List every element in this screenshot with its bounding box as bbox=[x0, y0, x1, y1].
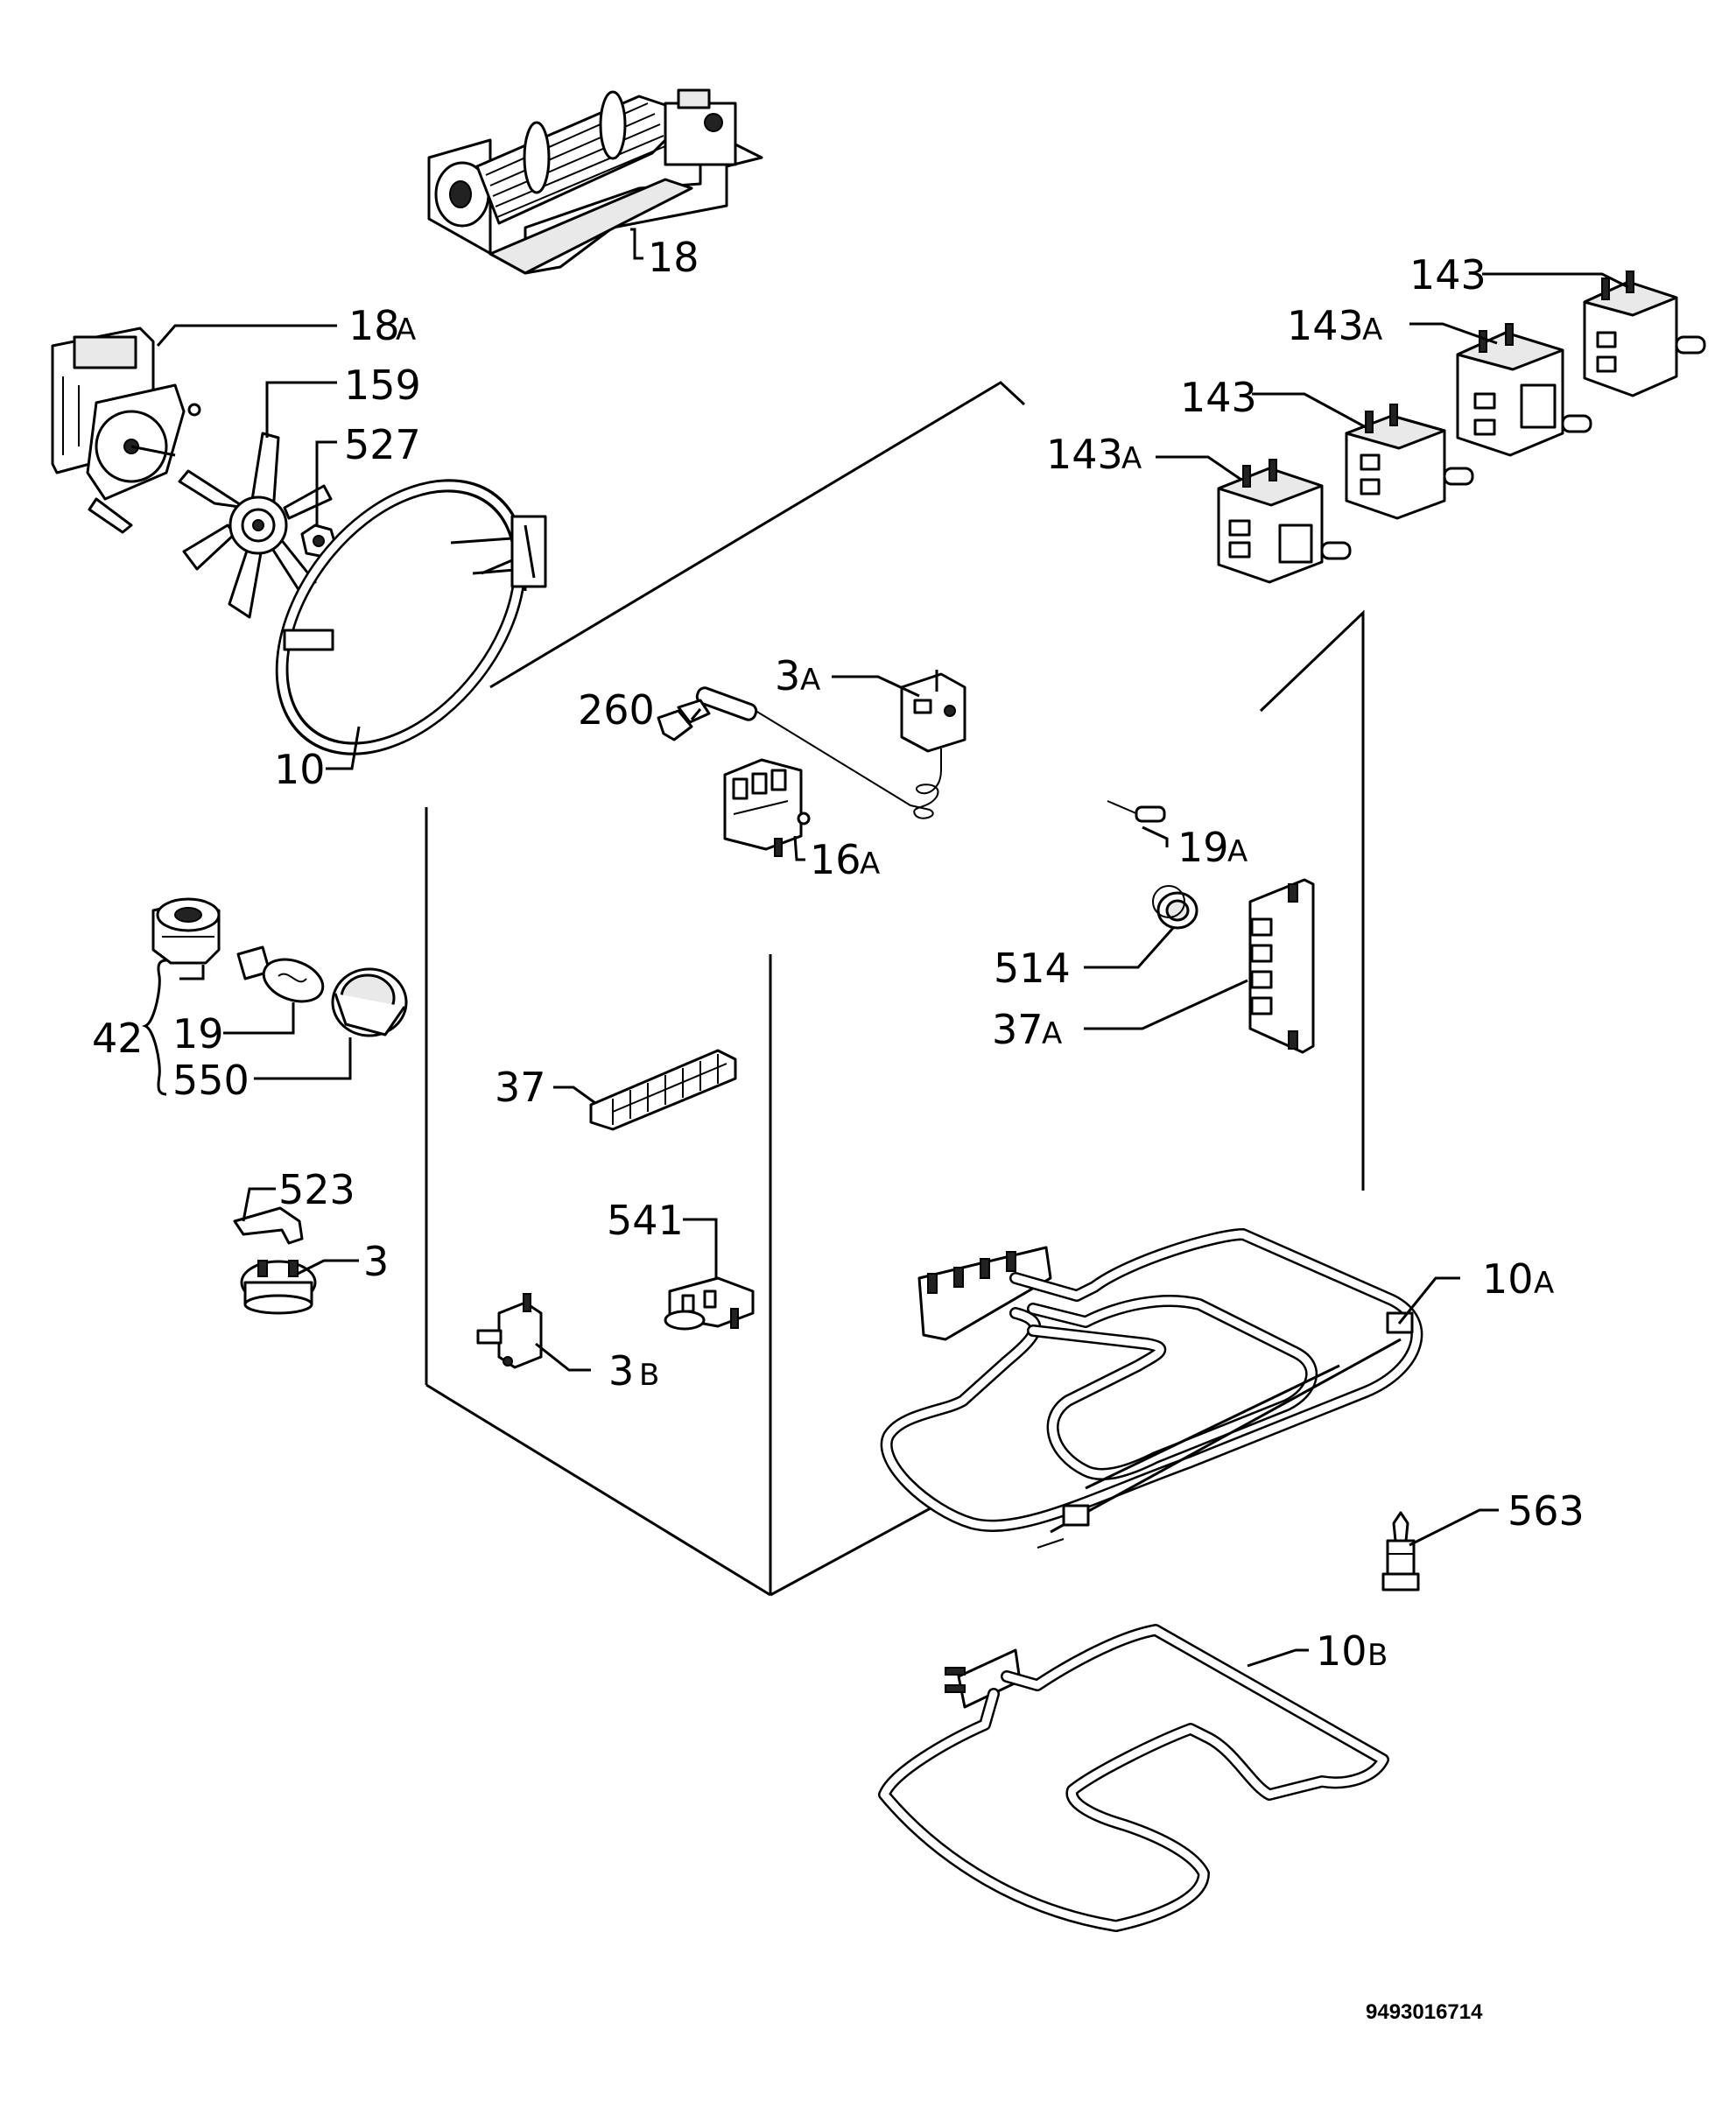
oven-cavity-outline bbox=[425, 381, 1365, 1597]
label-3: 3 bbox=[363, 1238, 389, 1285]
label-18: 18 bbox=[648, 234, 699, 281]
label-16A-suffix: A bbox=[860, 847, 880, 882]
label-3A: 3 bbox=[775, 652, 800, 699]
lamp-lead-part bbox=[1107, 800, 1166, 823]
grill-element-part bbox=[880, 1228, 1423, 1549]
terminal-block-horizontal-part bbox=[589, 1049, 737, 1131]
label-143A-lower: 143 bbox=[1046, 431, 1123, 478]
label-550: 550 bbox=[172, 1057, 250, 1104]
label-19A-suffix: A bbox=[1227, 834, 1248, 869]
label-16A: 16 bbox=[810, 836, 861, 883]
label-19A: 19 bbox=[1177, 824, 1229, 871]
label-260: 260 bbox=[578, 686, 655, 734]
label-37A: 37 bbox=[992, 1006, 1044, 1053]
label-3B-suffix: B bbox=[639, 1358, 659, 1393]
bracket-clip-part bbox=[233, 1206, 304, 1245]
label-143A-upper: 143 bbox=[1287, 302, 1364, 349]
label-18A-suffix: A bbox=[396, 313, 416, 348]
safety-thermostat-part bbox=[240, 1260, 317, 1315]
selector-switch-1 bbox=[1217, 459, 1352, 584]
rack-screw-part bbox=[1381, 1511, 1420, 1592]
selector-switch-2 bbox=[1345, 404, 1474, 520]
label-3B: 3 bbox=[608, 1347, 634, 1395]
lamp-cover-part bbox=[331, 967, 408, 1037]
label-10A-suffix: A bbox=[1534, 1266, 1554, 1301]
bottom-element-part bbox=[878, 1624, 1389, 1932]
label-159: 159 bbox=[344, 362, 421, 409]
fan-blade-part bbox=[178, 432, 333, 619]
label-541: 541 bbox=[607, 1197, 684, 1244]
limiter-part bbox=[476, 1293, 543, 1369]
selector-switch-3 bbox=[1456, 323, 1592, 457]
leader-lines bbox=[141, 228, 1629, 1668]
selector-switch-4 bbox=[1583, 271, 1706, 397]
label-10: 10 bbox=[274, 746, 326, 793]
fan-motor-part bbox=[51, 327, 201, 534]
terminal-switch-part bbox=[723, 758, 811, 857]
label-143A-lower-suffix: A bbox=[1121, 441, 1142, 476]
label-42: 42 bbox=[92, 1015, 144, 1062]
lamp-bulb-part bbox=[236, 945, 325, 1003]
label-10A: 10 bbox=[1482, 1255, 1534, 1303]
callout-labels: 18 18 A 159 527 10 143 143 A 143 143 A 3… bbox=[92, 234, 1585, 2024]
lamp-holder-part bbox=[151, 897, 221, 965]
thermostat-part bbox=[657, 670, 966, 819]
label-143-middle: 143 bbox=[1180, 374, 1257, 421]
label-10B-suffix: B bbox=[1367, 1638, 1388, 1673]
label-563: 563 bbox=[1508, 1487, 1585, 1535]
label-37: 37 bbox=[495, 1064, 546, 1111]
connector-part bbox=[664, 1276, 755, 1331]
terminal-block-vertical-part bbox=[1248, 878, 1315, 1054]
label-18A: 18 bbox=[348, 302, 400, 349]
label-514: 514 bbox=[994, 945, 1071, 992]
drawing-code: 9493016714 bbox=[1366, 2000, 1483, 2024]
seal-ring-part bbox=[1152, 885, 1198, 930]
label-143-top: 143 bbox=[1409, 251, 1486, 299]
label-527: 527 bbox=[344, 421, 421, 468]
label-10B: 10 bbox=[1316, 1627, 1367, 1675]
label-143A-upper-suffix: A bbox=[1362, 313, 1382, 348]
label-37A-suffix: A bbox=[1042, 1016, 1062, 1051]
label-523: 523 bbox=[278, 1166, 355, 1213]
tangential-fan-part bbox=[427, 88, 763, 275]
label-19: 19 bbox=[172, 1010, 224, 1058]
circular-element-part bbox=[275, 479, 547, 755]
label-3A-suffix: A bbox=[800, 663, 820, 698]
